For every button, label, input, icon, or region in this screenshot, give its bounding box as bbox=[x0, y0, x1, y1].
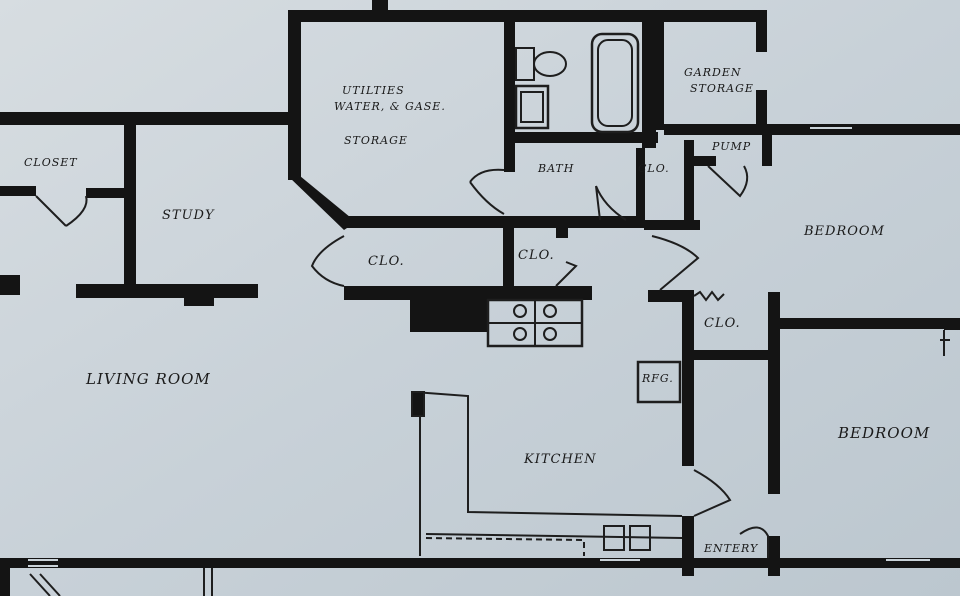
kitchen-post bbox=[411, 391, 425, 417]
wall-bath-right bbox=[642, 22, 656, 148]
wall-bath-left bbox=[504, 22, 515, 172]
stove-burner-4 bbox=[543, 327, 557, 341]
wall-bottom-left-stub bbox=[0, 566, 10, 596]
stove-burner-1 bbox=[513, 304, 527, 318]
wall-clo-right-bottom bbox=[694, 350, 770, 360]
wall-garden-bottom bbox=[664, 124, 764, 135]
label-living-room: LIVING ROOM bbox=[86, 370, 211, 388]
label-garden-storage: STORAGE bbox=[690, 82, 754, 95]
stove-grid bbox=[488, 300, 582, 346]
wall-study-bottom bbox=[76, 284, 258, 298]
label-storage: STORAGE bbox=[344, 134, 408, 147]
wall-utility-diagonal bbox=[288, 176, 356, 230]
label-clo-right: CLO. bbox=[704, 316, 741, 331]
label-entry: ENTERY bbox=[704, 542, 759, 555]
label-pump: PUMP bbox=[712, 140, 752, 153]
wall-top-stub bbox=[372, 0, 388, 12]
label-garden: GARDEN bbox=[684, 66, 742, 79]
stove-burner-3 bbox=[513, 327, 527, 341]
wall-utility-left bbox=[288, 10, 301, 180]
wall-clo-right-left bbox=[768, 292, 780, 494]
wall-hall-right bbox=[682, 290, 694, 466]
wall-top-block bbox=[290, 10, 767, 22]
bathtub bbox=[590, 32, 640, 134]
kitchen-dashed-counter bbox=[425, 537, 585, 556]
door-clo-center bbox=[555, 261, 578, 287]
door-kitchen-entry bbox=[693, 469, 732, 517]
wall-garden-right2 bbox=[756, 90, 767, 130]
toilet-bowl bbox=[533, 51, 567, 77]
kitchen-sink-right bbox=[629, 525, 651, 551]
door-hall bbox=[651, 235, 700, 291]
label-refrigerator: RFG. bbox=[642, 372, 674, 385]
wall-pump-right bbox=[762, 134, 772, 166]
wall-closet-shelf2 bbox=[86, 188, 126, 198]
wall-bottom-outer bbox=[0, 558, 960, 568]
label-utilities-1: UTILTIES bbox=[342, 84, 405, 97]
bathtub-inner bbox=[597, 39, 633, 127]
wall-bath-lower bbox=[644, 220, 700, 230]
wall-clo-bath bbox=[636, 148, 645, 228]
wall-top-left-wing bbox=[0, 112, 298, 125]
door-bedroom-right bbox=[940, 330, 950, 356]
wall-bedroom-top bbox=[780, 318, 960, 329]
kitchen-sink-left bbox=[603, 525, 625, 551]
wall-bedroom-right-stub bbox=[944, 318, 960, 330]
wall-center-stub bbox=[556, 226, 568, 238]
label-bedroom-top: BEDROOM bbox=[804, 224, 885, 239]
bath-vanity bbox=[514, 84, 550, 130]
bath-vanity-inner bbox=[520, 91, 544, 123]
wall-closet-right bbox=[124, 125, 136, 295]
label-bath: BATH bbox=[538, 162, 575, 175]
label-clo-bath: CLO. bbox=[638, 162, 670, 175]
wall-garden-right bbox=[756, 22, 767, 52]
door-closet bbox=[35, 195, 88, 227]
label-closet: CLOSET bbox=[24, 156, 78, 169]
door-bath bbox=[595, 185, 627, 221]
thin-lines bbox=[28, 32, 950, 596]
wall-fireplace bbox=[410, 296, 488, 332]
stove-burner-2 bbox=[543, 304, 557, 318]
porch-lines bbox=[29, 568, 213, 596]
wall-pump-bottom bbox=[694, 156, 716, 166]
label-bedroom-bottom: BEDROOM bbox=[838, 424, 931, 442]
wall-clo-bath2 bbox=[684, 140, 694, 230]
kitchen-counter bbox=[413, 391, 683, 517]
wall-closet-shelf bbox=[0, 186, 36, 196]
wall-study-bottom-stub bbox=[184, 292, 214, 306]
door-utility bbox=[469, 168, 505, 215]
wall-bath-divider bbox=[515, 132, 658, 143]
wall-garden-left bbox=[656, 22, 664, 130]
wall-left-stub bbox=[0, 275, 20, 295]
label-clo-center: CLO. bbox=[518, 248, 555, 263]
zigzag-hall bbox=[693, 290, 725, 302]
refrigerator-box bbox=[636, 360, 682, 404]
door-pump bbox=[707, 165, 749, 198]
wall-top-right-wing bbox=[760, 124, 960, 135]
door-entry bbox=[739, 526, 769, 558]
wall-clo-center-div bbox=[503, 226, 514, 292]
label-utilities-2: WATER, & GASE. bbox=[334, 100, 446, 113]
kitchen-counter-inner bbox=[419, 396, 683, 556]
label-study: STUDY bbox=[162, 208, 215, 223]
label-clo-left: CLO. bbox=[368, 254, 405, 269]
wall-clo-center-bottom bbox=[344, 286, 592, 300]
window-bottom-left bbox=[28, 559, 58, 567]
door-clo-left bbox=[310, 235, 345, 287]
wall-utility-bottom bbox=[344, 216, 644, 228]
label-kitchen: KITCHEN bbox=[524, 452, 597, 467]
wall-entry-right bbox=[768, 536, 780, 576]
